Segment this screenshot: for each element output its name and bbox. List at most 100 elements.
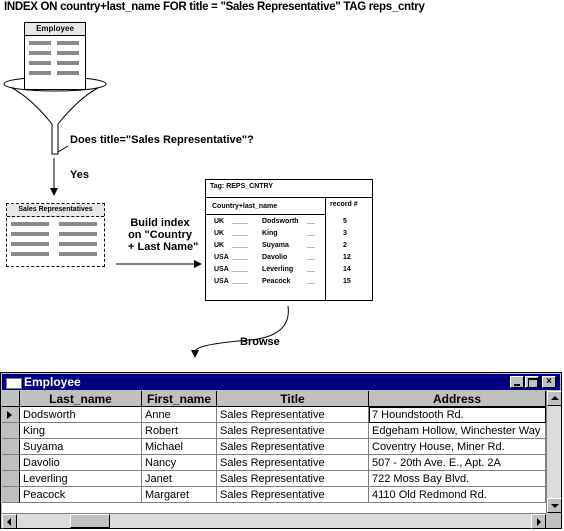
index-record-number: 5 xyxy=(343,218,347,225)
maximize-button[interactable] xyxy=(525,376,539,388)
index-last-name: King xyxy=(262,230,278,237)
index-country: USA xyxy=(214,266,229,273)
row-selector[interactable] xyxy=(2,423,20,439)
cell-last-name[interactable]: Suyama xyxy=(20,439,142,455)
cell-last-name[interactable]: Dodsworth xyxy=(20,407,142,423)
build-line-1: Build index xyxy=(130,217,190,229)
table-line xyxy=(11,242,49,246)
index-country: UK xyxy=(214,218,225,225)
separator: ____ xyxy=(232,254,248,261)
index-row: UK____King__3 xyxy=(206,230,372,242)
close-icon: × xyxy=(546,376,552,387)
window-system-menu-icon[interactable] xyxy=(6,378,22,389)
table-line xyxy=(59,242,97,246)
cell-title[interactable]: Sales Representative xyxy=(217,487,369,503)
table-line xyxy=(29,41,51,45)
scroll-left-button[interactable] xyxy=(2,514,17,529)
cell-title[interactable]: Sales Representative xyxy=(217,471,369,487)
window-titlebar[interactable]: Employee × xyxy=(2,374,560,390)
index-command: INDEX ON country+last_name FOR title = "… xyxy=(4,1,425,13)
column-header-title[interactable]: Title xyxy=(217,391,369,407)
window-title: Employee xyxy=(24,375,81,389)
cell-title[interactable]: Sales Representative xyxy=(217,407,369,423)
cell-title[interactable]: Sales Representative xyxy=(217,423,369,439)
separator: ____ xyxy=(232,266,248,273)
table-line xyxy=(29,51,51,55)
index-last-name: Davolio xyxy=(262,254,288,261)
table-line xyxy=(11,252,49,256)
separator: __ xyxy=(307,266,315,273)
row-selector[interactable] xyxy=(2,455,20,471)
table-line xyxy=(57,71,79,75)
employee-browse-window[interactable]: Employee × Last_name First_name Title Ad… xyxy=(0,372,562,529)
horizontal-scrollbar[interactable] xyxy=(2,513,546,529)
index-record-number: 15 xyxy=(343,278,351,285)
scroll-up-button[interactable] xyxy=(547,391,562,406)
question-pointer xyxy=(57,145,69,153)
separator: __ xyxy=(307,254,315,261)
cell-first-name[interactable]: Michael xyxy=(142,439,217,455)
table-line xyxy=(57,41,79,45)
index-last-name: Leverling xyxy=(262,266,294,273)
index-tag-table: Tag: REPS_CNTRY Country+last_name record… xyxy=(205,179,373,301)
cell-address[interactable]: 7 Houndstooth Rd. xyxy=(369,407,546,423)
source-table-card: Employee xyxy=(24,22,86,90)
cell-title[interactable]: Sales Representative xyxy=(217,439,369,455)
row-selector[interactable] xyxy=(2,439,20,455)
table-line xyxy=(59,252,97,256)
row-selector[interactable] xyxy=(2,471,20,487)
scroll-right-button[interactable] xyxy=(531,514,546,529)
cell-last-name[interactable]: Peacock xyxy=(20,487,142,503)
cell-address[interactable]: Edgeham Hollow, Winchester Way xyxy=(369,423,546,439)
close-button[interactable]: × xyxy=(542,376,556,388)
scroll-left-icon xyxy=(7,518,11,526)
maximize-icon xyxy=(528,378,538,388)
cell-last-name[interactable]: Leverling xyxy=(20,471,142,487)
yes-arrow-head xyxy=(50,188,58,196)
table-line xyxy=(57,51,79,55)
column-header-first-name[interactable]: First_name xyxy=(142,391,217,407)
cell-title[interactable]: Sales Representative xyxy=(217,455,369,471)
horizontal-scroll-thumb[interactable] xyxy=(70,514,110,528)
index-record-number: 12 xyxy=(343,254,351,261)
index-last-name: Peacock xyxy=(262,278,291,285)
yes-label: Yes xyxy=(70,169,89,181)
divider xyxy=(206,197,372,198)
index-row: USA____Peacock__15 xyxy=(206,278,372,290)
cell-first-name[interactable]: Robert xyxy=(142,423,217,439)
index-record-number: 3 xyxy=(343,230,347,237)
build-arrow-head xyxy=(194,260,202,268)
separator: __ xyxy=(307,278,315,285)
index-record-header: record # xyxy=(330,201,358,208)
cell-address[interactable]: 507 - 20th Ave. E., Apt. 2A xyxy=(369,455,546,471)
separator: ____ xyxy=(232,278,248,285)
table-line xyxy=(11,232,49,236)
column-header-last-name[interactable]: Last_name xyxy=(20,391,142,407)
cell-last-name[interactable]: King xyxy=(20,423,142,439)
cell-address[interactable]: 722 Moss Bay Blvd. xyxy=(369,471,546,487)
cell-last-name[interactable]: Davolio xyxy=(20,455,142,471)
minimize-icon xyxy=(514,384,520,386)
browse-label: Browse xyxy=(240,336,280,348)
cell-first-name[interactable]: Anne xyxy=(142,407,217,423)
scroll-down-button[interactable] xyxy=(547,498,562,513)
browse-arrow-head xyxy=(191,350,199,358)
cell-address[interactable]: Coventry House, Miner Rd. xyxy=(369,439,546,455)
cell-first-name[interactable]: Margaret xyxy=(142,487,217,503)
index-last-name: Dodsworth xyxy=(262,218,299,225)
build-line-2: on "Country xyxy=(128,229,192,241)
index-record-number: 14 xyxy=(343,266,351,273)
row-selector[interactable] xyxy=(2,407,20,423)
vertical-scrollbar[interactable] xyxy=(546,391,562,513)
browse-grid[interactable]: Last_name First_name Title Address Dodsw… xyxy=(2,391,546,513)
cell-address[interactable]: 4110 Old Redmond Rd. xyxy=(369,487,546,503)
minimize-button[interactable] xyxy=(510,376,524,388)
index-country: UK xyxy=(214,230,225,237)
current-record-arrow-icon xyxy=(7,411,12,419)
table-line xyxy=(57,61,79,65)
cell-first-name[interactable]: Janet xyxy=(142,471,217,487)
column-header-address[interactable]: Address xyxy=(369,391,546,407)
cell-first-name[interactable]: Nancy xyxy=(142,455,217,471)
row-selector[interactable] xyxy=(2,487,20,503)
scroll-right-icon xyxy=(537,518,541,526)
